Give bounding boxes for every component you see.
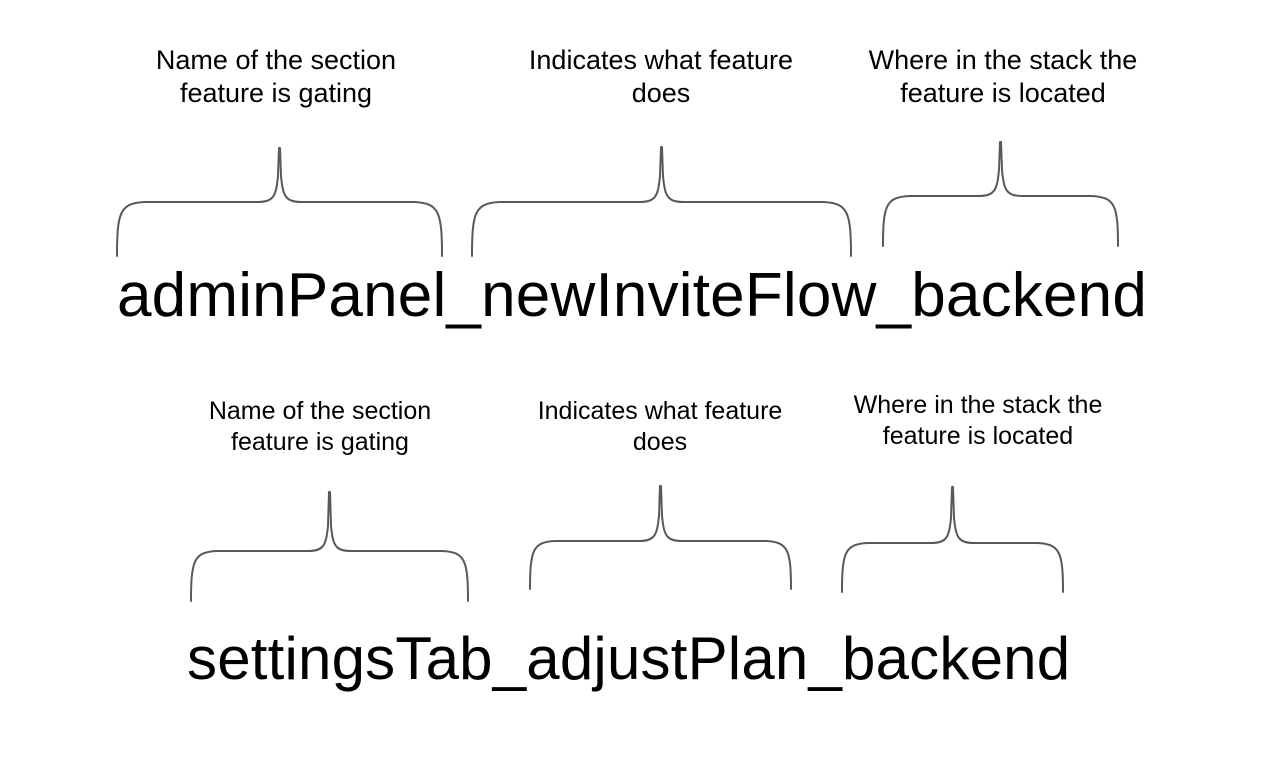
annotation-label-behavior-row1: Indicates what feature does xyxy=(528,45,794,108)
annotation-label-behavior-row2: Indicates what feature does xyxy=(537,397,783,456)
annotation-label-section-row1: Name of the section feature is gating xyxy=(155,45,397,108)
feature-flag-name-2: settingsTab_adjustPlan_backend xyxy=(187,625,1071,692)
brace-behavior-row1 xyxy=(471,146,852,257)
brace-layer-row1 xyxy=(882,141,1119,247)
feature-flag-name-1: adminPanel_newInviteFlow_backend xyxy=(117,261,1148,330)
annotation-label-layer-row2: Where in the stack the feature is locate… xyxy=(853,391,1103,450)
annotation-label-layer-row1: Where in the stack the feature is locate… xyxy=(868,45,1138,108)
annotation-label-section-row2: Name of the section feature is gating xyxy=(208,397,432,456)
brace-section-row1 xyxy=(116,147,443,257)
